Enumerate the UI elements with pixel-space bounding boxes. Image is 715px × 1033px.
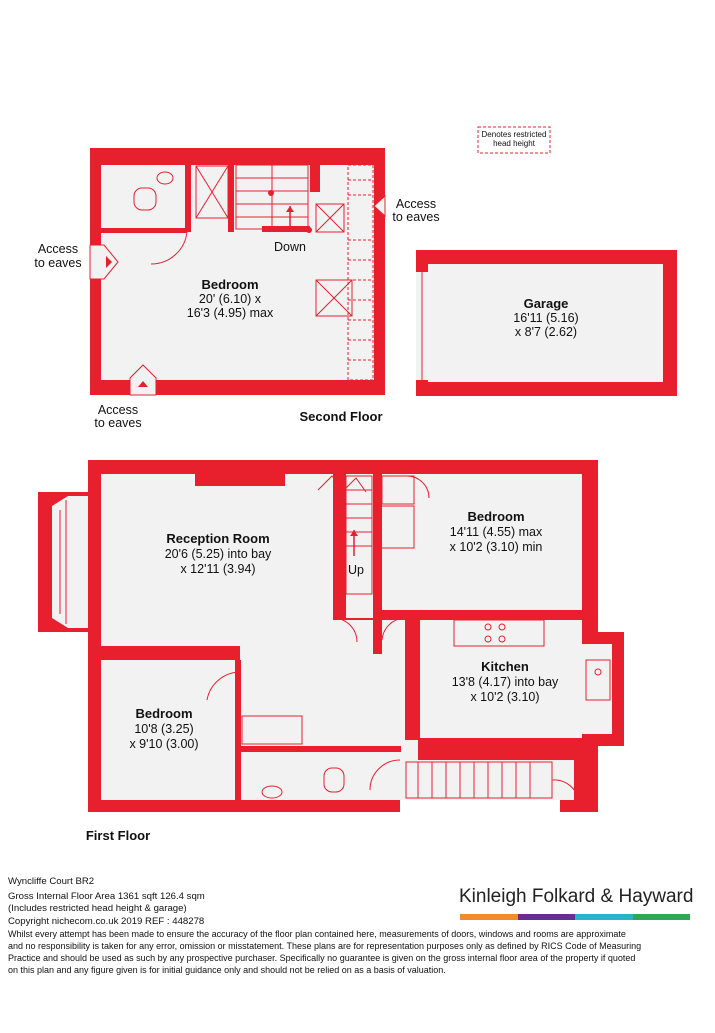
garage-dim2: x 8'7 (2.62) <box>515 325 577 339</box>
brand-bar-cyan <box>575 914 633 920</box>
bedroom-left-name: Bedroom <box>135 706 192 721</box>
bedroom-right-name: Bedroom <box>467 509 524 524</box>
second-floor-stairs <box>235 164 312 233</box>
ground-stairs <box>405 761 553 799</box>
footer-disclaimer-2: and no responsibility is taken for any e… <box>8 941 642 952</box>
second-bedroom-name: Bedroom <box>201 277 258 292</box>
brand-bar-purple <box>517 914 575 920</box>
legend-line1: Denotes restricted <box>482 130 547 139</box>
second-floor-title: Second Floor <box>299 409 382 424</box>
second-floor-plan: Bedroom 20' (6.10) x 16'3 (4.95) max Dow… <box>34 148 440 430</box>
reception-name: Reception Room <box>166 531 269 546</box>
access-right-line1: Access <box>396 197 436 211</box>
up-label: Up <box>348 563 364 577</box>
kitchen-dim2: x 10'2 (3.10) <box>470 690 539 704</box>
brand-color-bar <box>460 914 690 920</box>
bedroom-right-dim1: 14'11 (4.55) max <box>450 525 543 539</box>
legend-line2: head height <box>493 139 536 148</box>
bedroom-left-dim2: x 9'10 (3.00) <box>129 737 198 751</box>
access-bottom-line2: to eaves <box>94 416 141 430</box>
down-label: Down <box>274 240 306 254</box>
reception-dim1: 20'6 (5.25) into bay <box>165 547 272 561</box>
kitchen-name: Kitchen <box>481 659 529 674</box>
footer-copyright: Copyright nichecom.co.uk 2019 REF : 4482… <box>8 915 205 927</box>
first-floor-stairs <box>317 475 373 595</box>
garage-plan: Garage 16'11 (5.16) x 8'7 (2.62) <box>416 250 677 396</box>
reception-dim2: x 12'11 (3.94) <box>180 562 255 576</box>
restricted-head-height-area <box>347 164 374 381</box>
footer-disclaimer-4: on this plan and any figure given is for… <box>8 965 446 976</box>
bedroom-left-dim1: 10'8 (3.25) <box>134 722 193 736</box>
footer-disclaimer-1: Whilst every attempt has been made to en… <box>8 928 626 939</box>
access-left-line1: Access <box>38 242 78 256</box>
footer-includes: (Includes restricted head height & garag… <box>8 903 187 915</box>
first-floor-plan: Reception Room 20'6 (5.25) into bay x 12… <box>38 460 624 843</box>
garage-name: Garage <box>524 296 569 311</box>
first-floor-title: First Floor <box>86 828 150 843</box>
footer-area: Gross Internal Floor Area 1361 sqft 126.… <box>8 891 205 903</box>
kitchen-dim1: 13'8 (4.17) into bay <box>452 675 559 689</box>
access-bottom-line1: Access <box>98 403 138 417</box>
access-left-line2: to eaves <box>34 256 81 270</box>
second-bedroom-dim1: 20' (6.10) x <box>199 292 262 306</box>
footer-address: Wyncliffe Court BR2 <box>8 876 95 887</box>
garage-dim1: 16'11 (5.16) <box>513 311 578 325</box>
footer-disclaimer-3: Practice and should be used as such by a… <box>8 953 636 964</box>
brand-bar-green <box>632 914 690 920</box>
brand-logo-text: Kinleigh Folkard & Hayward <box>459 886 694 907</box>
brand-bar-orange <box>460 914 518 920</box>
footer: Wyncliffe Court BR2 Gross Internal Floor… <box>8 876 708 977</box>
second-bedroom-dim2: 16'3 (4.95) max <box>187 306 274 320</box>
access-right-line2: to eaves <box>392 210 439 224</box>
bedroom-right-dim2: x 10'2 (3.10) min <box>450 540 543 554</box>
restricted-height-legend: Denotes restricted head height <box>477 126 551 154</box>
